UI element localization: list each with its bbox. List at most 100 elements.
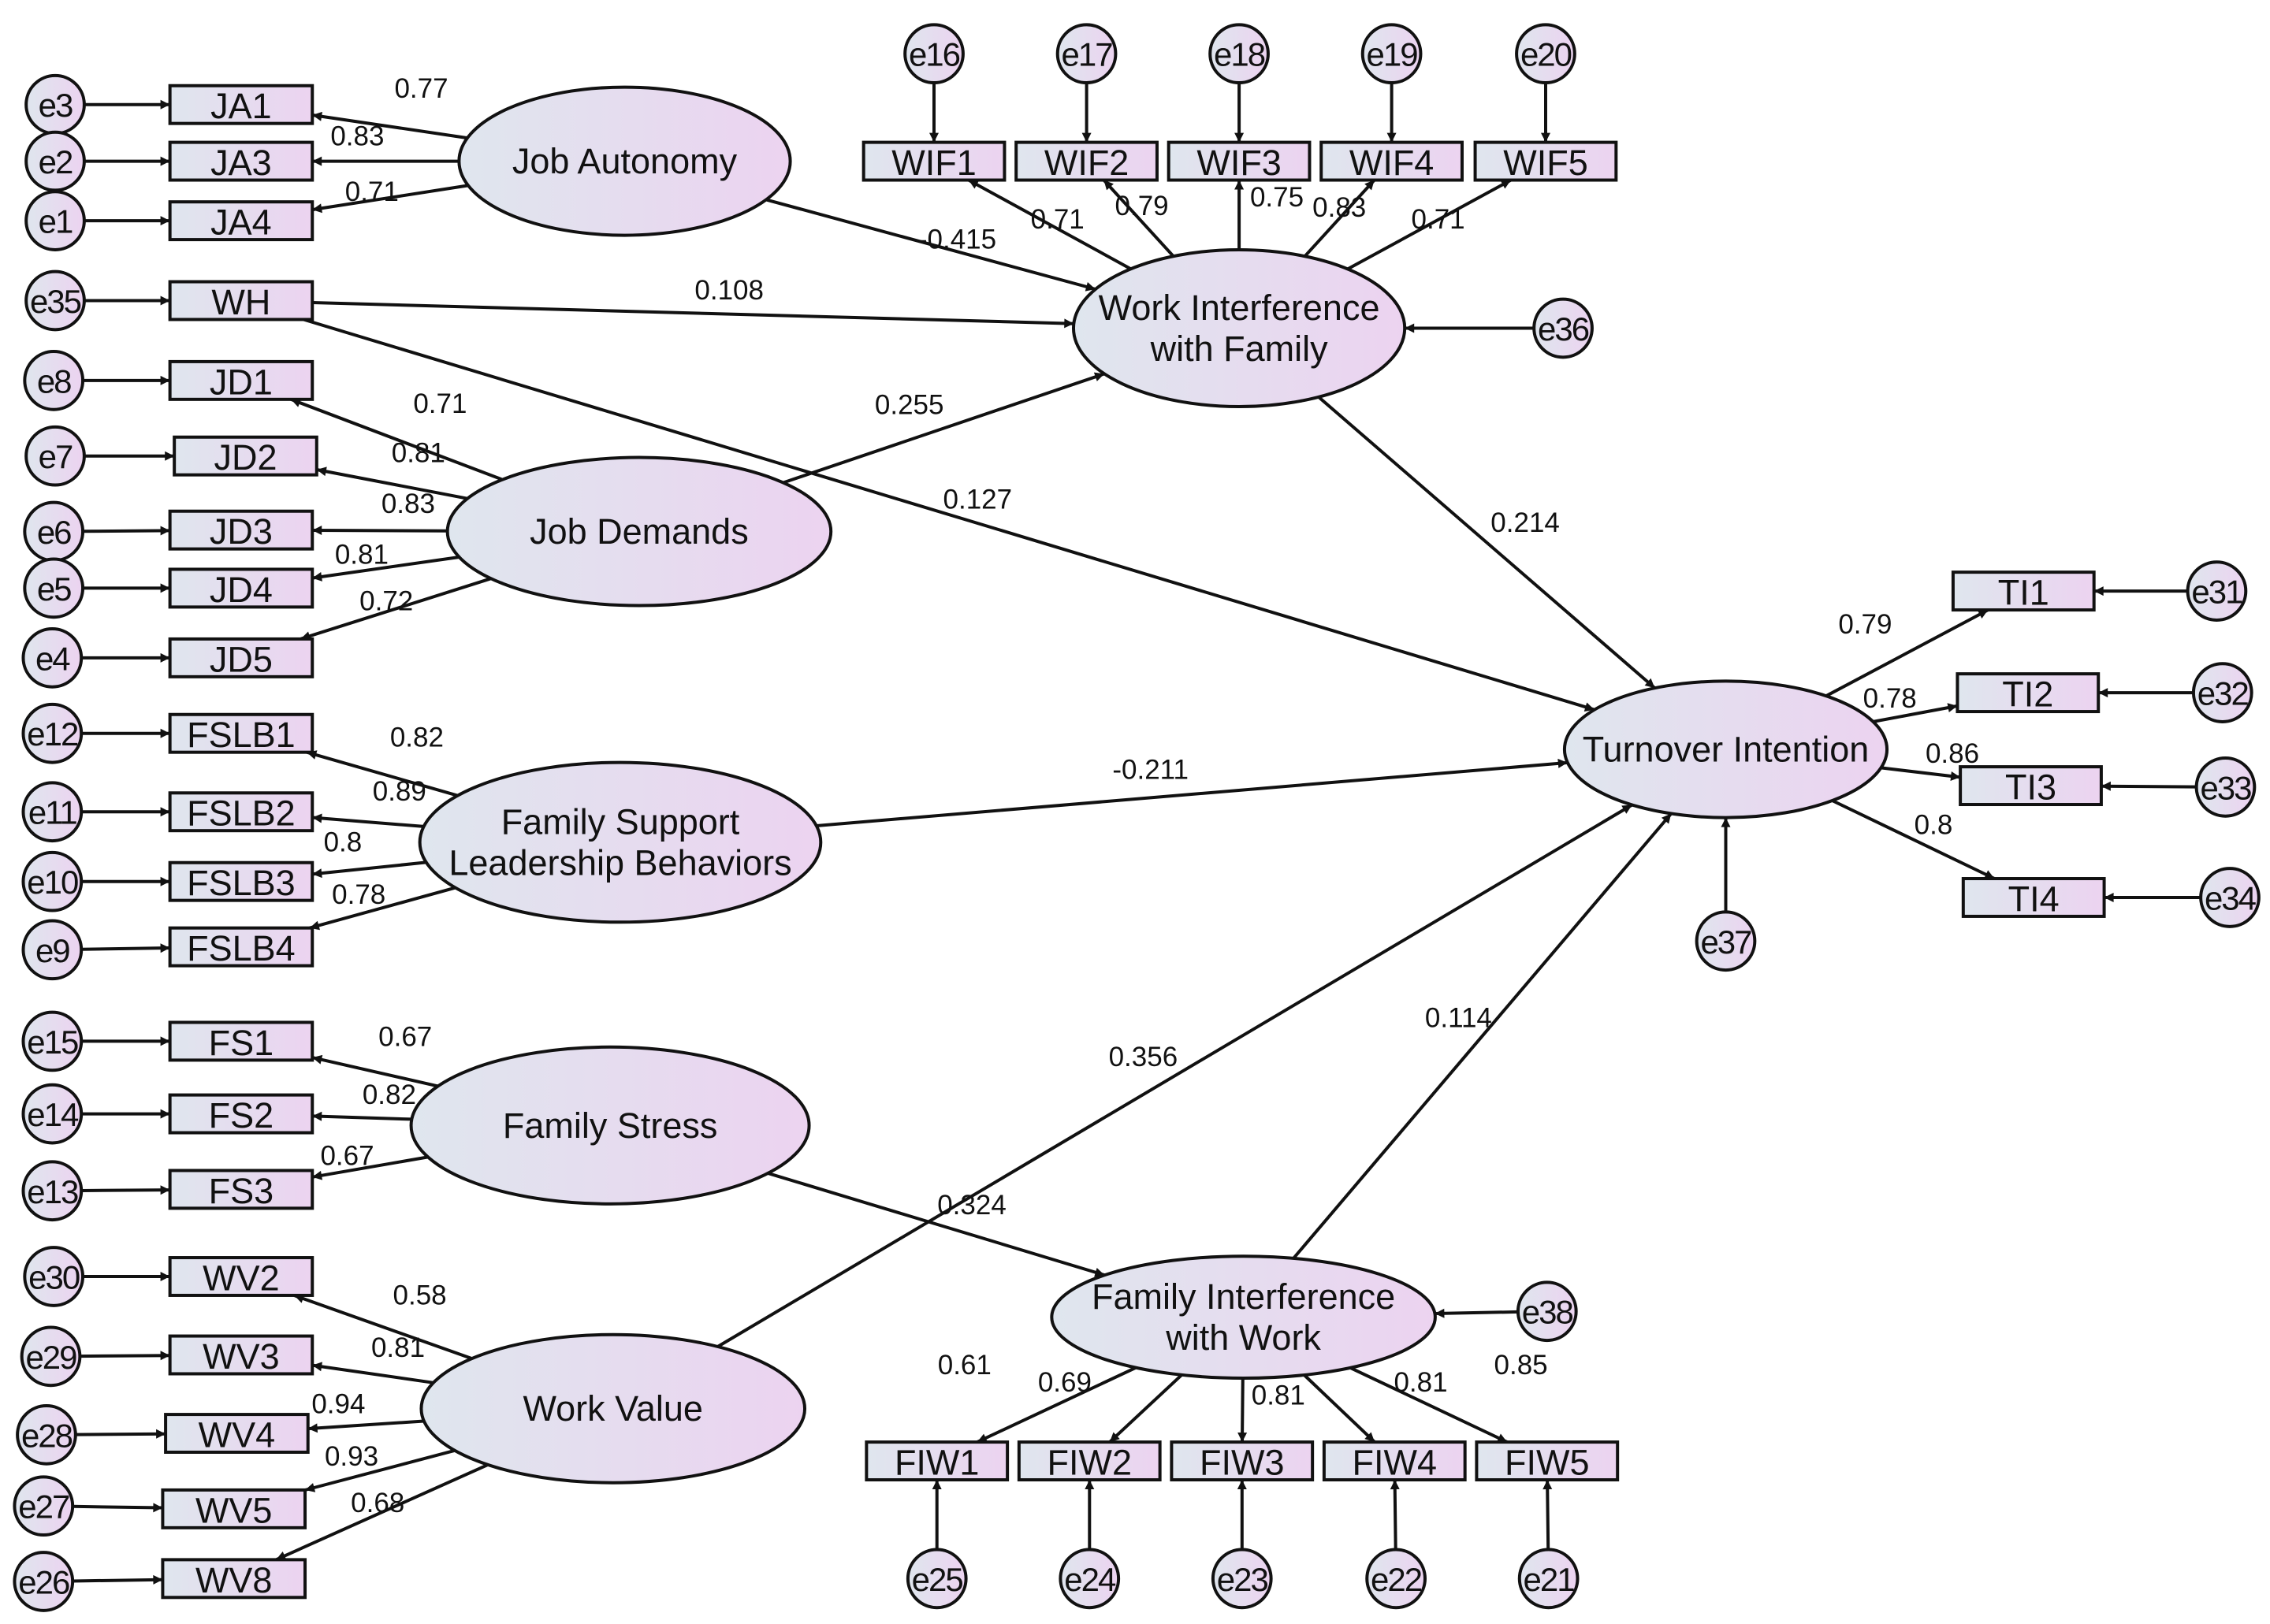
error-e18[interactable]: e18 [1208, 23, 1270, 85]
error-e25[interactable]: e25 [906, 1548, 968, 1610]
error-e15[interactable]: e15 [21, 1010, 84, 1072]
error-e6[interactable]: e6 [23, 500, 85, 563]
indicator-ti1[interactable]: TI1 [1951, 570, 2096, 613]
indicator-fiw1[interactable]: FIW1 [865, 1440, 1010, 1483]
indicator-label: WV8 [195, 1560, 273, 1600]
error-e19[interactable]: e19 [1360, 23, 1423, 85]
loading-value-jd5: 0.72 [359, 586, 413, 617]
error-e35[interactable]: e35 [24, 269, 86, 332]
error-e1[interactable]: e1 [24, 190, 86, 251]
error-e27[interactable]: e27 [13, 1475, 75, 1537]
error-e7[interactable]: e7 [24, 425, 86, 487]
error-label: e28 [21, 1417, 73, 1454]
error-e13[interactable]: e13 [21, 1160, 84, 1222]
indicator-box [168, 1020, 314, 1062]
indicator-ja1[interactable]: JA1 [168, 84, 314, 126]
latent-ti[interactable]: Turnover Intention [1562, 679, 1889, 819]
indicator-wif1[interactable]: WIF1 [861, 140, 1007, 183]
error-e3[interactable]: e3 [24, 73, 86, 136]
error-e29[interactable]: e29 [20, 1325, 82, 1388]
indicator-fslb1[interactable]: FSLB1 [168, 712, 314, 755]
indicator-ti2[interactable]: TI2 [1956, 672, 2101, 715]
indicator-fiw2[interactable]: FIW2 [1017, 1440, 1162, 1483]
error-e17[interactable]: e17 [1055, 23, 1118, 85]
latent-wv[interactable]: Work Value [419, 1332, 807, 1485]
error-e28[interactable]: e28 [16, 1404, 77, 1466]
path-value-wif-ti: 0.214 [1490, 507, 1560, 538]
indicator-fs2[interactable]: FS2 [168, 1093, 314, 1135]
indicator-fs1[interactable]: FS1 [168, 1020, 314, 1063]
indicator-wv3[interactable]: WV3 [168, 1334, 314, 1377]
loading-value-wv5: 0.93 [325, 1441, 378, 1472]
error-e22[interactable]: e22 [1365, 1548, 1427, 1610]
error-e12[interactable]: e12 [21, 702, 84, 764]
indicator-fs3[interactable]: FS3 [168, 1169, 314, 1211]
indicator-label: FSLB4 [187, 928, 296, 968]
loading-arrow-ti1 [1825, 608, 1989, 697]
indicator-wv2[interactable]: WV2 [168, 1256, 314, 1299]
indicator-wv8[interactable]: WV8 [161, 1558, 307, 1600]
indicator-box [161, 1488, 307, 1529]
indicator-jd4[interactable]: JD4 [168, 567, 314, 610]
error-e23[interactable]: e23 [1211, 1548, 1273, 1610]
error-e33[interactable]: e33 [2194, 756, 2257, 818]
error-e38[interactable]: e38 [1516, 1280, 1578, 1343]
indicator-ja3[interactable]: JA3 [168, 140, 314, 183]
error-e16[interactable]: e16 [903, 23, 965, 85]
indicator-jd1[interactable]: JD1 [168, 359, 314, 402]
indicator-label: TI2 [2002, 674, 2053, 715]
error-e4[interactable]: e4 [21, 627, 84, 689]
indicator-fslb4[interactable]: FSLB4 [168, 926, 314, 968]
indicator-wh[interactable]: WH [168, 280, 314, 322]
error-label: e14 [27, 1096, 79, 1133]
error-e11[interactable]: e11 [21, 781, 84, 843]
error-e21[interactable]: e21 [1517, 1548, 1580, 1610]
indicator-wv5[interactable]: WV5 [161, 1488, 307, 1530]
error-e20[interactable]: e20 [1515, 23, 1576, 85]
indicator-fiw4[interactable]: FIW4 [1322, 1440, 1467, 1483]
loading-arrow-jd3 [312, 526, 448, 536]
error-e8[interactable]: e8 [23, 350, 85, 411]
error-e36[interactable]: e36 [1532, 297, 1594, 359]
indicator-jd2[interactable]: JD2 [173, 435, 318, 478]
latent-ja[interactable]: Job Autonomy [457, 85, 792, 237]
indicator-wif5[interactable]: WIF5 [1473, 140, 1618, 183]
indicator-fiw5[interactable]: FIW5 [1475, 1440, 1620, 1483]
path-arrow-jd-wif [783, 372, 1105, 485]
error-e24[interactable]: e24 [1059, 1548, 1121, 1610]
error-e34[interactable]: e34 [2199, 867, 2261, 928]
indicator-wv4[interactable]: WV4 [164, 1413, 310, 1455]
indicator-ja4[interactable]: JA4 [168, 200, 314, 243]
indicator-jd3[interactable]: JD3 [168, 509, 314, 552]
indicator-fslb3[interactable]: FSLB3 [168, 860, 314, 903]
indicator-ti3[interactable]: TI3 [1959, 765, 2103, 808]
error-e10[interactable]: e10 [21, 850, 84, 912]
latent-fs[interactable]: Family Stress [409, 1045, 811, 1206]
indicator-wif3[interactable]: WIF3 [1167, 140, 1312, 183]
error-label: e16 [909, 36, 960, 73]
indicator-wif4[interactable]: WIF4 [1319, 140, 1464, 183]
path-arrow-fslb-ti [816, 758, 1568, 827]
error-e2[interactable]: e2 [24, 130, 86, 192]
error-e30[interactable]: e30 [23, 1246, 85, 1307]
error-circle [13, 1475, 75, 1537]
indicator-fslb2[interactable]: FSLB2 [168, 791, 314, 834]
latent-jd[interactable]: Job Demands [445, 455, 833, 608]
path-value-fs-fiw: 0.324 [937, 1190, 1007, 1221]
error-e32[interactable]: e32 [2191, 662, 2253, 723]
error-e9[interactable]: e9 [21, 919, 84, 981]
indicator-ti4[interactable]: TI4 [1961, 877, 2106, 920]
indicator-jd5[interactable]: JD5 [168, 637, 314, 679]
indicator-fiw3[interactable]: FIW3 [1170, 1440, 1315, 1483]
error-e5[interactable]: e5 [23, 557, 85, 619]
error-e37[interactable]: e37 [1695, 910, 1757, 972]
indicator-label: WV4 [199, 1415, 276, 1455]
indicator-wif2[interactable]: WIF2 [1014, 140, 1159, 183]
latent-ellipse [1071, 247, 1407, 409]
error-e26[interactable]: e26 [13, 1551, 75, 1612]
error-e14[interactable]: e14 [21, 1083, 84, 1145]
error-e31[interactable]: e31 [2186, 560, 2248, 622]
